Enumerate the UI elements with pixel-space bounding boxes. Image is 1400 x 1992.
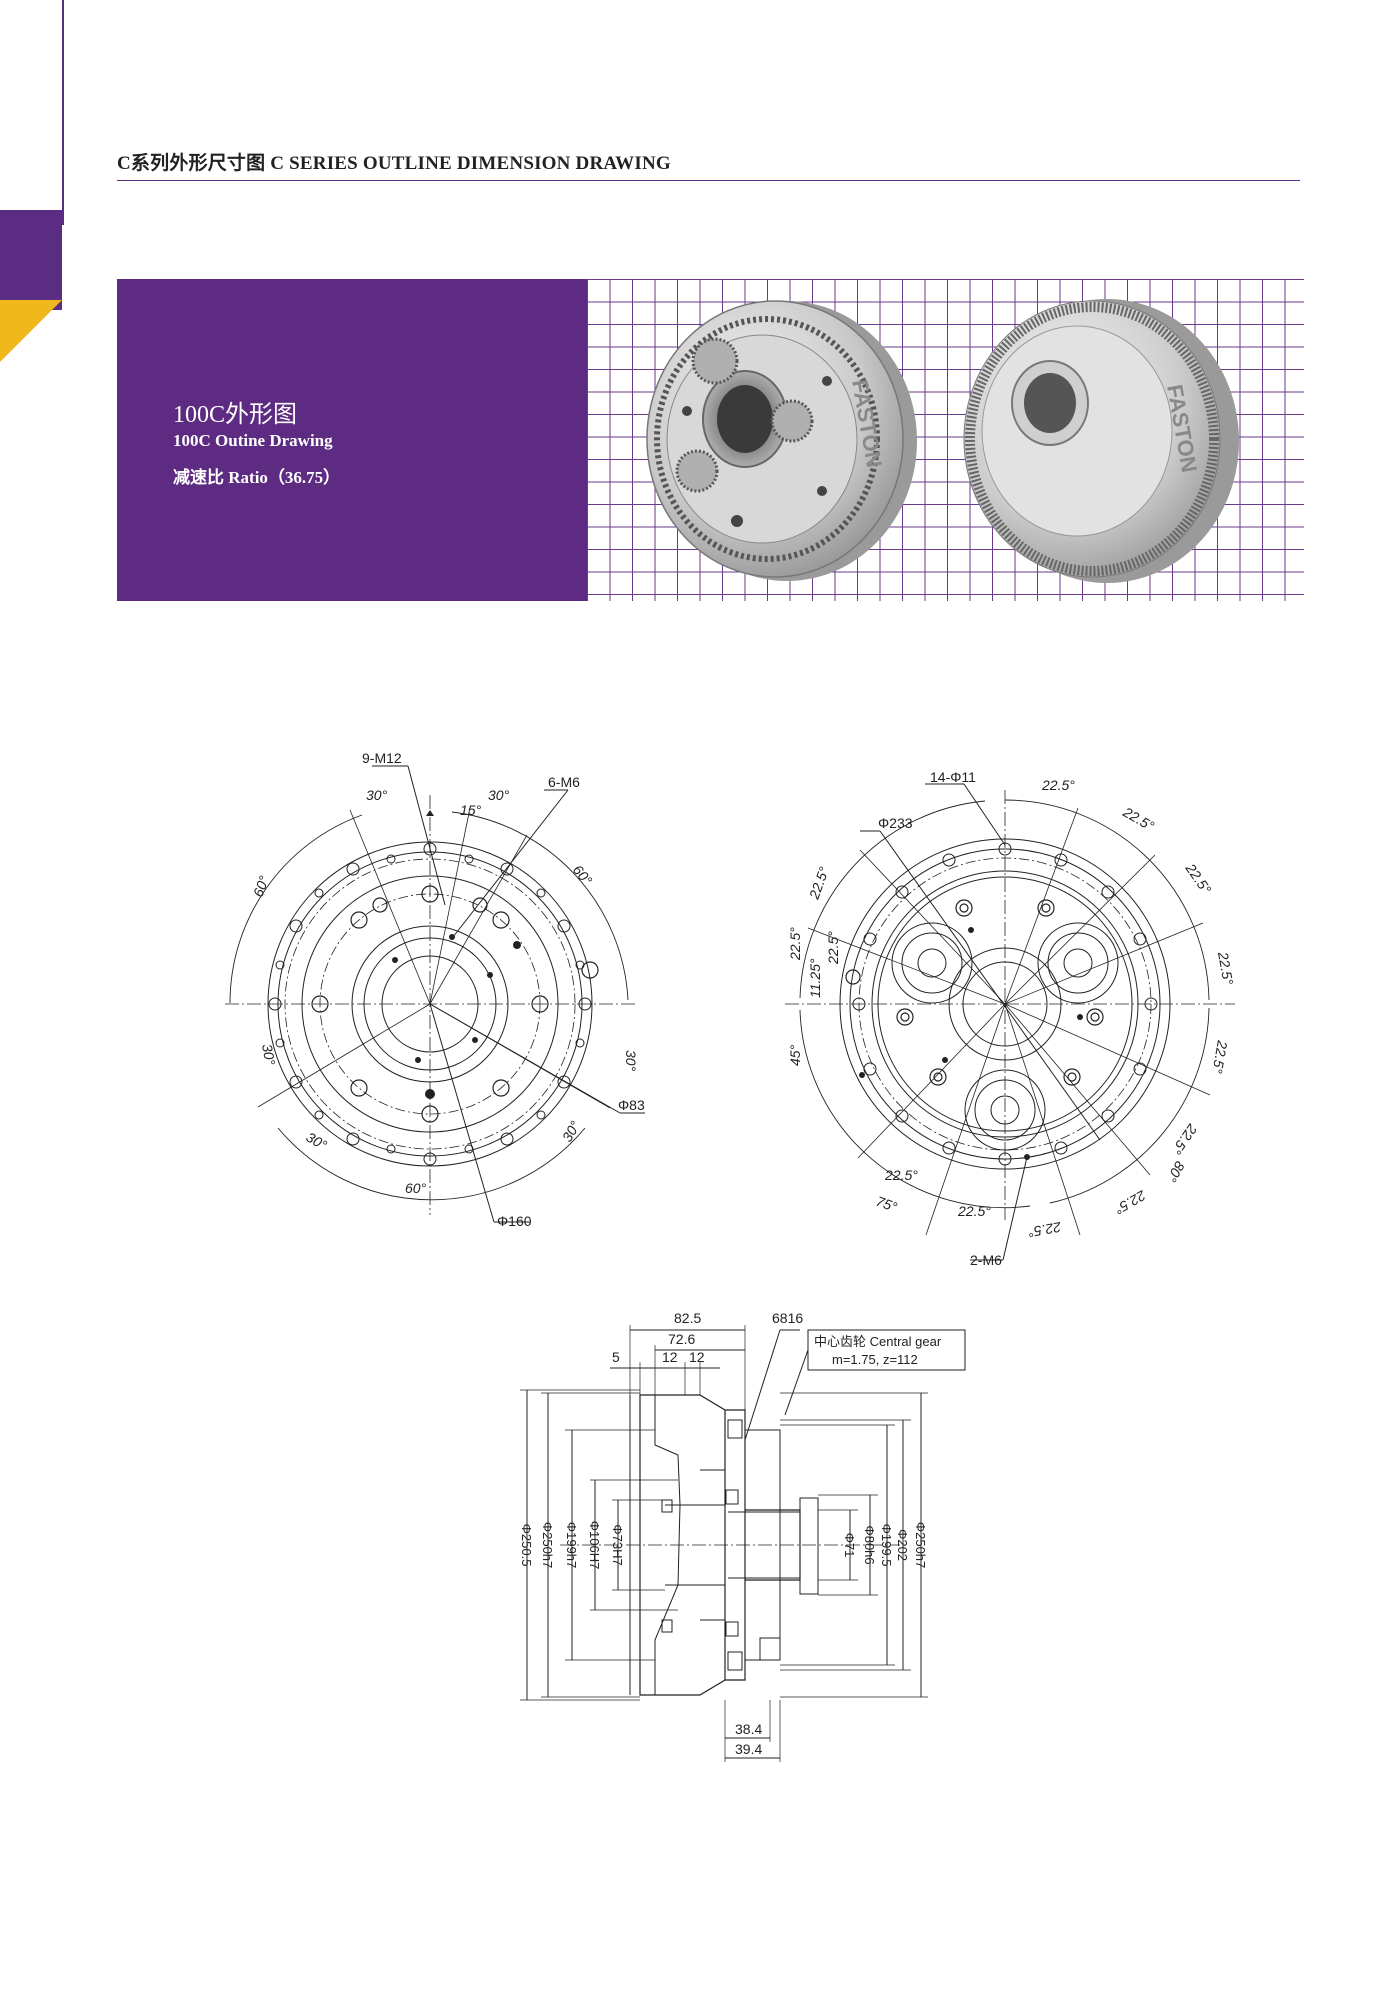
label-d71: Φ71: [842, 1533, 857, 1558]
label-ang-30-top: 30°: [488, 787, 510, 803]
label-diam-83: Φ83: [618, 1097, 645, 1113]
label-d250h7-right: Φ250h7: [913, 1522, 928, 1569]
label-right-ang-left-3: 11.25°: [807, 958, 823, 998]
label-central-gear-spec: m=1.75, z=112: [832, 1352, 918, 1367]
label-ang-60-right: 60°: [570, 862, 596, 889]
label-right-ang-75: 75°: [874, 1193, 900, 1215]
label-ang-30-top-left: 30°: [366, 787, 388, 803]
label-ang-15: 15°: [460, 802, 482, 818]
label-right-ang-top-left: 22.5°: [805, 864, 832, 902]
label-right-ang-right-1: 22.5°: [1182, 860, 1215, 897]
product-photo-front: FASTON: [646, 300, 917, 581]
label-right-holes-m6: 2-M6: [970, 1252, 1002, 1268]
label-dim-38-4: 38.4: [735, 1721, 762, 1737]
label-dim-5: 5: [612, 1349, 620, 1365]
banner-subtitle: 100C Outine Drawing: [173, 431, 333, 450]
label-right-ang-top-right: 22.5°: [1120, 803, 1158, 834]
label-ang-60-left: 60°: [250, 873, 272, 899]
label-right-ang-45: 45°: [787, 1044, 803, 1066]
label-ang-30-right: 30°: [623, 1050, 639, 1072]
section-view-labels: 82.5 6816 72.6 5 12 12 中心齿轮 Central gear…: [519, 1310, 942, 1757]
page-number-tab: 469/470: [0, 210, 62, 494]
label-right-ang-bottom-right-1: 22.5°: [1168, 1120, 1201, 1157]
label-d80h6: Φ80h6: [862, 1525, 877, 1564]
label-right-ang-top: 22.5°: [1041, 777, 1075, 793]
front-view-left-labels: 9-M12 6-M6 Φ83 Φ160 30° 30° 15° 60° 60° …: [250, 750, 645, 1229]
section-title: C系列外形尺寸图 C SERIES OUTLINE DIMENSION DRAW…: [117, 153, 671, 174]
label-d250h7-left: Φ250h7: [540, 1522, 555, 1569]
label-holes-m6: 6-M6: [548, 774, 580, 790]
section-view: [520, 1325, 966, 1762]
label-right-ang-bottom-left: 22.5°: [884, 1167, 918, 1183]
front-view-left: [225, 765, 645, 1223]
label-dim-39-4: 39.4: [735, 1741, 762, 1757]
front-view-right: [785, 783, 1235, 1261]
label-bearing-6816: 6816: [772, 1310, 803, 1326]
label-right-ang-left-1: 22.5°: [787, 927, 803, 961]
label-ang-30-bottom-left: 30°: [304, 1129, 331, 1154]
label-d202: Φ202: [895, 1529, 910, 1561]
label-right-ang-bottom-right-2: 22.5°: [1112, 1187, 1150, 1218]
label-holes-d11: 14-Φ11: [930, 769, 976, 785]
label-central-gear: 中心齿轮 Central gear: [814, 1334, 942, 1349]
label-dim-82-5: 82.5: [674, 1310, 701, 1326]
label-dim-72-6: 72.6: [668, 1331, 695, 1347]
label-dim-12b: 12: [689, 1349, 705, 1365]
label-right-ang-80: 80°: [1164, 1159, 1189, 1186]
label-right-ang-bottom: 22.5°: [1027, 1219, 1064, 1241]
product-banner: 100C外形图 100C Outine Drawing 减速比 Ratio（36…: [117, 279, 1304, 601]
banner-title-panel: 100C外形图 100C Outine Drawing 减速比 Ratio（36…: [117, 279, 587, 601]
label-d199h7: Φ199h7: [564, 1522, 579, 1569]
margin-line: [62, 0, 64, 225]
label-d106h7: Φ106H7: [587, 1521, 602, 1570]
label-right-ang-left-2: 22.5°: [825, 931, 841, 965]
label-dim-12a: 12: [662, 1349, 678, 1365]
section-title-rule: [117, 180, 1300, 181]
label-right-ang-bottom-2: 22.5°: [957, 1203, 991, 1219]
label-d250-5: Φ250.5: [519, 1524, 534, 1567]
label-holes-m12: 9-M12: [362, 750, 402, 766]
label-d199-5: Φ199.5: [879, 1524, 894, 1567]
label-right-ang-right-2: 22.5°: [1215, 950, 1237, 987]
label-ang-60-bottom: 60°: [405, 1180, 427, 1196]
label-ang-30-bottom-right: 30°: [559, 1118, 584, 1145]
label-d73h7: Φ73H7: [610, 1524, 625, 1565]
product-photo-back: FASTON: [963, 299, 1239, 583]
label-ang-30-left: 30°: [259, 1043, 279, 1067]
label-right-ang-right-3: 22.5°: [1209, 1038, 1231, 1075]
banner-ratio: 减速比 Ratio（36.75）: [173, 468, 341, 487]
label-diam-160: Φ160: [497, 1213, 532, 1229]
banner-title: 100C外形图: [173, 402, 298, 428]
label-diam-233: Φ233: [878, 815, 913, 831]
page-tab-accent: [0, 300, 62, 362]
